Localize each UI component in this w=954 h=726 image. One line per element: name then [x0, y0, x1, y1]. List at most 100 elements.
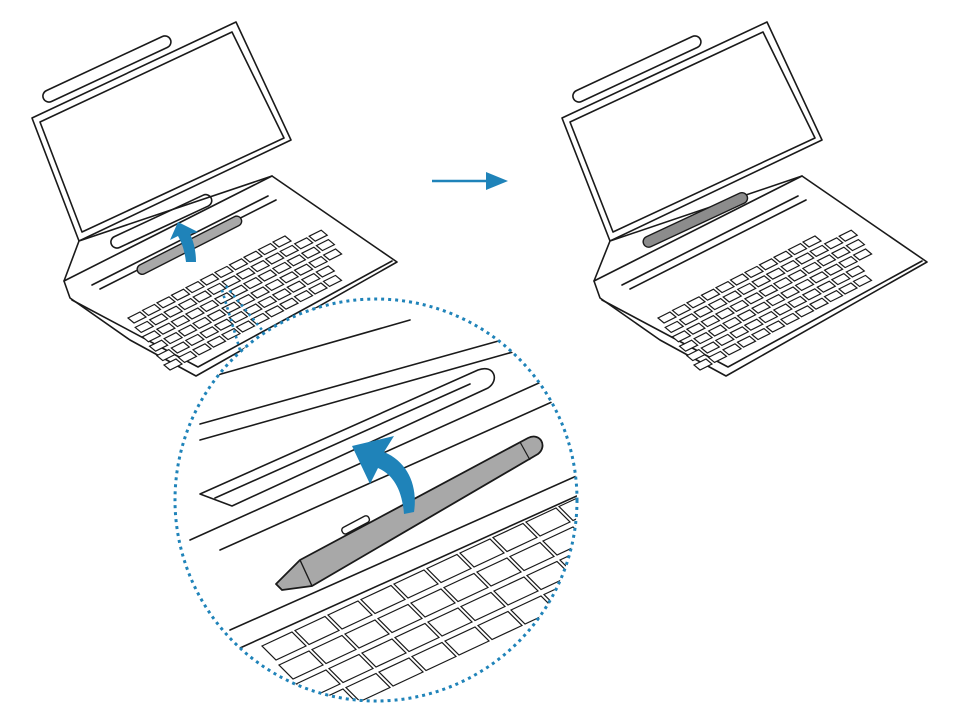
key	[722, 316, 743, 330]
key	[772, 276, 793, 290]
key	[492, 576, 540, 606]
key	[377, 657, 425, 687]
key	[700, 314, 721, 328]
key	[700, 341, 721, 354]
key	[170, 314, 191, 328]
key	[524, 507, 572, 537]
left-device	[31, 21, 398, 377]
key	[743, 292, 764, 305]
key	[264, 305, 285, 318]
key	[678, 313, 699, 326]
key	[213, 318, 234, 331]
key	[736, 335, 757, 348]
key	[170, 341, 191, 354]
key	[787, 242, 808, 256]
key	[264, 252, 285, 265]
key	[184, 333, 205, 347]
right-screen	[561, 21, 823, 242]
key	[286, 254, 307, 267]
zoom-content	[175, 299, 637, 701]
key	[678, 339, 699, 352]
key	[315, 238, 336, 252]
key	[326, 600, 374, 630]
key	[278, 297, 300, 310]
key	[206, 309, 227, 322]
magnify-callout-circle	[173, 297, 579, 703]
key	[293, 615, 341, 646]
zoom-keys	[260, 491, 637, 701]
key	[221, 301, 242, 314]
key	[184, 307, 205, 320]
key	[780, 259, 801, 273]
key	[557, 491, 577, 522]
key	[722, 290, 743, 303]
right-stored-pen	[642, 191, 749, 248]
key	[134, 320, 155, 334]
key	[765, 293, 786, 307]
key	[426, 607, 474, 637]
key	[838, 255, 859, 269]
key	[148, 339, 169, 352]
key	[685, 348, 706, 362]
key	[685, 296, 707, 309]
key	[277, 650, 325, 680]
key	[816, 254, 837, 267]
left-screen-slot	[42, 35, 172, 103]
key	[177, 350, 198, 364]
key	[656, 311, 678, 324]
key	[808, 297, 830, 310]
key	[491, 522, 539, 553]
key	[476, 610, 524, 641]
key	[327, 653, 375, 684]
key	[199, 299, 220, 313]
key	[242, 250, 264, 263]
key	[360, 638, 408, 668]
key	[221, 275, 242, 288]
key	[692, 358, 714, 371]
key	[575, 564, 577, 594]
key	[714, 280, 736, 294]
key	[155, 296, 177, 309]
key	[170, 288, 191, 301]
key	[823, 263, 844, 276]
key	[593, 531, 637, 559]
key	[743, 265, 765, 279]
key	[714, 333, 735, 347]
key	[736, 309, 757, 322]
key	[235, 320, 256, 333]
key	[242, 276, 263, 290]
key	[344, 672, 392, 701]
key	[199, 273, 220, 286]
key	[279, 244, 300, 258]
key	[714, 307, 735, 320]
key	[271, 288, 292, 301]
key	[213, 265, 235, 279]
key	[228, 258, 249, 271]
key	[837, 282, 859, 295]
key	[148, 313, 169, 326]
key	[250, 286, 271, 299]
key	[729, 299, 750, 313]
key	[845, 265, 866, 278]
key	[260, 631, 308, 661]
key	[758, 310, 779, 324]
key	[162, 358, 184, 371]
key	[809, 271, 830, 284]
key	[286, 280, 307, 293]
key	[693, 331, 714, 345]
key	[779, 312, 801, 326]
key	[794, 252, 815, 265]
key	[235, 267, 256, 280]
key	[155, 348, 176, 362]
key	[308, 229, 329, 242]
key	[664, 320, 685, 334]
key	[750, 327, 772, 341]
key	[475, 557, 523, 587]
key	[459, 591, 507, 622]
key	[809, 244, 830, 258]
key	[707, 350, 728, 364]
key	[228, 310, 249, 324]
key	[671, 303, 692, 317]
key	[816, 280, 837, 293]
